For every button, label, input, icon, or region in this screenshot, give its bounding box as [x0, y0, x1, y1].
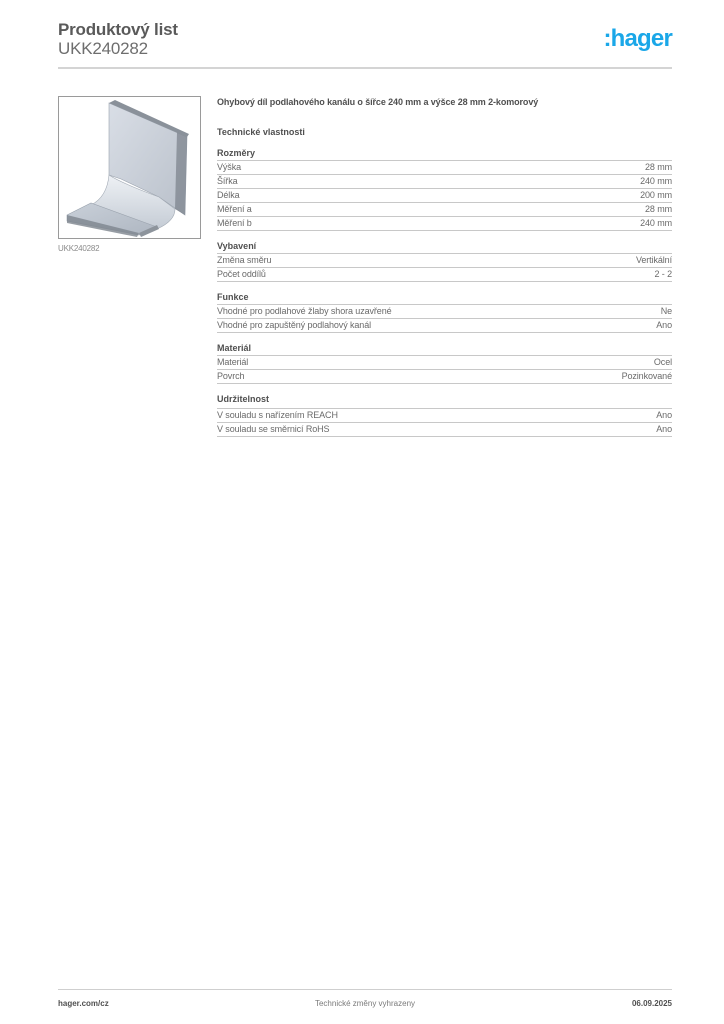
footer-divider [58, 989, 672, 990]
footer-date: 06.09.2025 [631, 999, 672, 1008]
document-title: Produktový list [58, 20, 178, 39]
spec-row: V souladu s nařízením REACH Ano [217, 409, 672, 423]
spec-row: Měření b 240 mm [217, 217, 672, 231]
spec-label: Výška [217, 162, 242, 172]
spec-value: 2 - 2 [654, 269, 672, 279]
spec-value: Pozinkované [621, 371, 673, 381]
section-dimensions: Rozměry Výška 28 mm Šířka 240 mm Délka 2… [217, 148, 672, 231]
spec-row: Délka 200 mm [217, 189, 672, 203]
spec-row: Výška 28 mm [217, 161, 672, 175]
spec-row: V souladu se směrnicí RoHS Ano [217, 423, 672, 437]
spec-value: Ano [656, 320, 672, 330]
section-title: Materiál [217, 343, 672, 356]
spec-label: Měření b [217, 218, 252, 228]
spec-value: 28 mm [644, 162, 672, 172]
technical-properties-heading: Technické vlastnosti [217, 127, 305, 137]
header-divider [58, 67, 672, 69]
section-title: Funkce [217, 292, 672, 305]
spec-row: Šířka 240 mm [217, 175, 672, 189]
spec-label: Vhodné pro podlahové žlaby shora uzavřen… [217, 306, 392, 316]
floor-duct-bend-illustration [66, 100, 189, 237]
spec-row: Materiál Ocel [217, 356, 672, 370]
spec-label: Povrch [217, 371, 245, 381]
spec-row: Měření a 28 mm [217, 203, 672, 217]
page-header: Produktový list UKK240282 :hager [58, 20, 673, 58]
spec-label: Změna směru [217, 255, 272, 265]
spec-label: V souladu s nařízením REACH [217, 410, 338, 420]
spec-value: Ano [656, 410, 672, 420]
spec-label: Vhodné pro zapuštěný podlahový kanál [217, 320, 372, 330]
page-footer: Technické změny vyhrazeny hager.com/cz 0… [58, 998, 672, 1010]
section-title: Rozměry [217, 148, 672, 161]
footer-notice: Technické změny vyhrazeny [314, 999, 416, 1008]
spec-row: Počet oddílů 2 - 2 [217, 268, 672, 282]
spec-value: 200 mm [640, 190, 672, 200]
product-code: UKK240282 [58, 39, 148, 58]
image-caption: UKK240282 [58, 244, 100, 253]
spec-label: Šířka [217, 176, 238, 186]
section-material: Materiál Materiál Ocel Povrch Pozinkovan… [217, 343, 672, 384]
spec-label: Materiál [217, 357, 249, 367]
spec-value: 240 mm [640, 176, 672, 186]
spec-label: V souladu se směrnicí RoHS [217, 424, 330, 434]
spec-row: Povrch Pozinkované [217, 370, 672, 384]
spec-label: Počet oddílů [217, 269, 266, 279]
spec-value: Ano [656, 424, 672, 434]
section-title: Udržitelnost [217, 394, 672, 409]
spec-value: Ne [660, 306, 672, 316]
spec-value: Vertikální [635, 255, 672, 265]
spec-value: 240 mm [640, 218, 672, 228]
spec-label: Měření a [217, 204, 252, 214]
footer-website-link[interactable]: hager.com/cz [58, 999, 109, 1008]
product-details: Ohybový díl podlahového kanálu o šířce 2… [217, 96, 672, 437]
section-function: Funkce Vhodné pro podlahové žlaby shora … [217, 292, 672, 333]
spec-row: Vhodné pro podlahové žlaby shora uzavřen… [217, 305, 672, 319]
spec-label: Délka [217, 190, 240, 200]
product-description: Ohybový díl podlahového kanálu o šířce 2… [217, 97, 539, 107]
spec-value: Ocel [653, 357, 672, 367]
section-title: Vybavení [217, 241, 672, 254]
section-equipment: Vybavení Změna směru Vertikální Počet od… [217, 241, 672, 282]
section-sustainability: Udržitelnost V souladu s nařízením REACH… [217, 394, 672, 437]
spec-value: 28 mm [644, 204, 672, 214]
spec-row: Vhodné pro zapuštěný podlahový kanál Ano [217, 319, 672, 333]
product-image [58, 96, 201, 239]
hager-logo: :hager [603, 25, 672, 52]
spec-row: Změna směru Vertikální [217, 254, 672, 268]
